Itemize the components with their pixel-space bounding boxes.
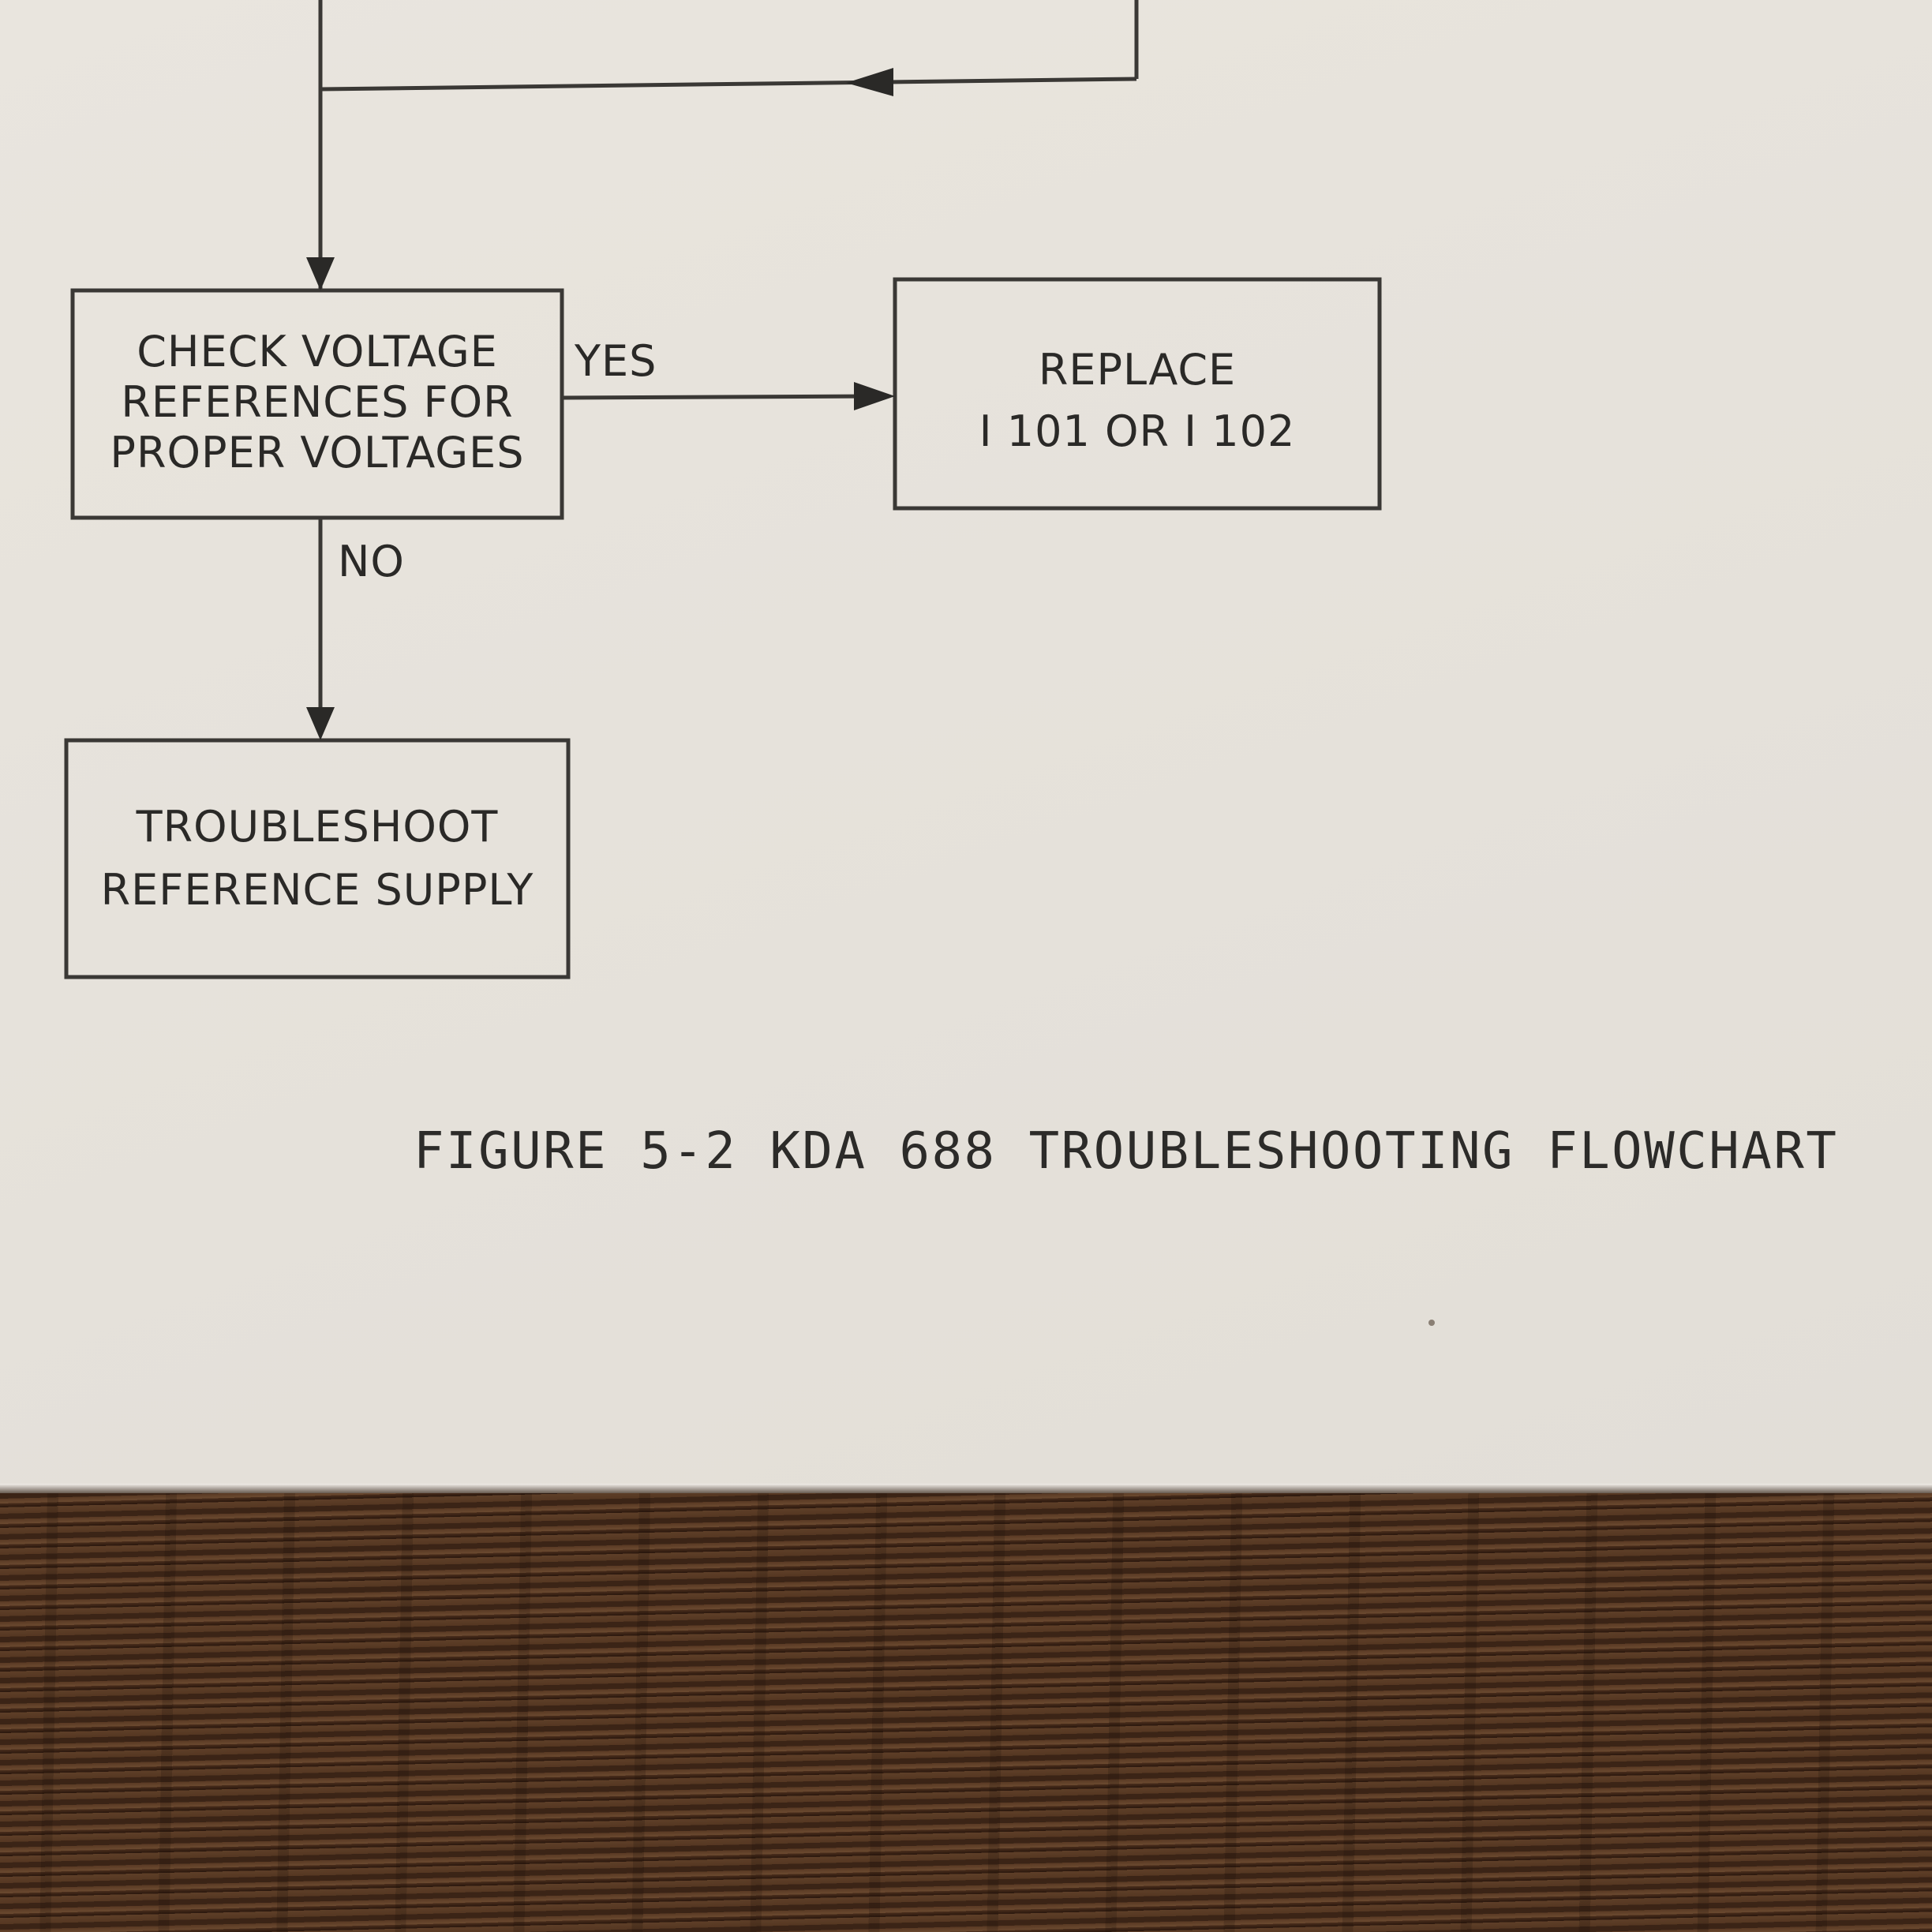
node-replace-label: REPLACE I 101 OR I 102 [979,345,1296,456]
flowchart: CHECK VOLTAGE REFERENCES FOR PROPER VOLT… [64,0,1839,1326]
figure-caption: FIGURE 5-2 KDA 688 TROUBLESHOOTING FLOWC… [414,1122,1839,1181]
edge-yes-label: YES [575,336,657,386]
node-replace-box [893,277,1382,511]
paper-speck [1428,1320,1435,1326]
edge-no-label: NO [338,537,405,586]
wood-table [0,1493,1932,1932]
loop-line-horizontal [320,77,1137,92]
arrow-right-replace-icon [854,382,895,410]
arrow-down-troubleshoot-icon [306,707,335,740]
node-check-voltage-label: CHECK VOLTAGE REFERENCES FOR PROPER VOLT… [110,327,525,477]
node-check-voltage-box [70,288,564,520]
arrow-loop-left-icon [846,68,893,96]
node-troubleshoot-label: TROUBLESHOOT REFERENCE SUPPLY [100,802,534,915]
flowchart-lines [64,0,1382,979]
node-troubleshoot-box [64,738,571,979]
edge-yes-line [561,394,877,400]
arrow-down-check-icon [306,257,335,290]
